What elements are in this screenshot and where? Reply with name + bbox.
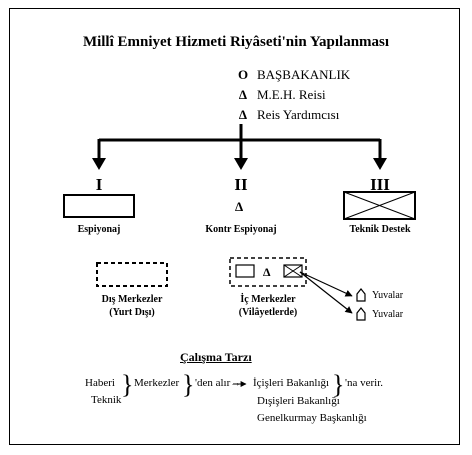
work-disisleri: Dışişleri Bakanlığı (257, 395, 340, 407)
diagram-frame (9, 8, 460, 445)
branch-numeral-1: I (95, 175, 103, 194)
yuvalar-arrow-1 (299, 271, 353, 297)
legend-label: M.E.H. Reisi (257, 87, 326, 102)
legend-label: Reis Yardımcısı (257, 107, 340, 122)
brace-1: } (121, 370, 134, 399)
brace-3: } (332, 370, 345, 399)
work-icisleri: İçişleri Bakanlığı (253, 377, 330, 389)
ic-merkezler-sublabel: (Vilâyetlerde) (238, 307, 298, 318)
house-icon (356, 288, 366, 302)
work-na-verir: 'na verir. (345, 377, 384, 389)
dis-merkezler-label: Dış Merkezler (101, 294, 163, 305)
diagram-title: Millî Emniyet Hizmeti Riyâseti'nin Yapıl… (82, 34, 390, 50)
dis-merkezler-box (96, 262, 168, 287)
branch-connector-lines (97, 124, 382, 160)
ic-merkezler-label: İç Merkezler (240, 294, 296, 305)
brace-2: } (182, 370, 195, 399)
ic-merkezler-box (229, 257, 307, 287)
calisma-tarzi-heading: Çalışma Tarzı (180, 350, 252, 364)
work-genelkurmay: Genelkurmay Başkanlığı (257, 412, 367, 424)
branch-label-teknik-destek: Teknik Destek (349, 224, 411, 235)
branch-label-espiyonaj: Espiyonaj (77, 224, 121, 235)
triangle-symbol: Δ (238, 107, 248, 122)
ic-merkezler-symbol: Δ (263, 265, 271, 279)
work-den-alir: 'den alır→ (195, 377, 242, 389)
espiyonaj-box (63, 194, 135, 218)
legend-label: BAŞBAKANLIK (257, 67, 351, 82)
yuvalar-arrow-2 (299, 271, 353, 314)
dis-merkezler-sublabel: (Yurt Dışı) (109, 307, 155, 318)
work-merkezler: Merkezler (134, 377, 180, 389)
house-icon (356, 307, 366, 321)
kontr-espiyonaj-symbol: Δ (235, 199, 244, 214)
work-teknik: Teknik (91, 394, 122, 406)
arrowhead-left (92, 158, 106, 170)
yuvalar-label: Yuvalar (372, 290, 404, 301)
branch-numeral-2: II (234, 175, 248, 194)
yuvalar-label: Yuvalar (372, 309, 404, 320)
circle-symbol: O (237, 67, 249, 82)
arrowhead-right (373, 158, 387, 170)
branch-numeral-3: III (370, 175, 390, 194)
triangle-symbol: Δ (238, 87, 248, 102)
teknik-destek-box (343, 191, 416, 220)
arrowhead-center (234, 158, 248, 170)
branch-label-kontr-espiyonaj: Kontr Espiyonaj (205, 224, 277, 235)
work-haberi: Haberi (85, 377, 115, 389)
